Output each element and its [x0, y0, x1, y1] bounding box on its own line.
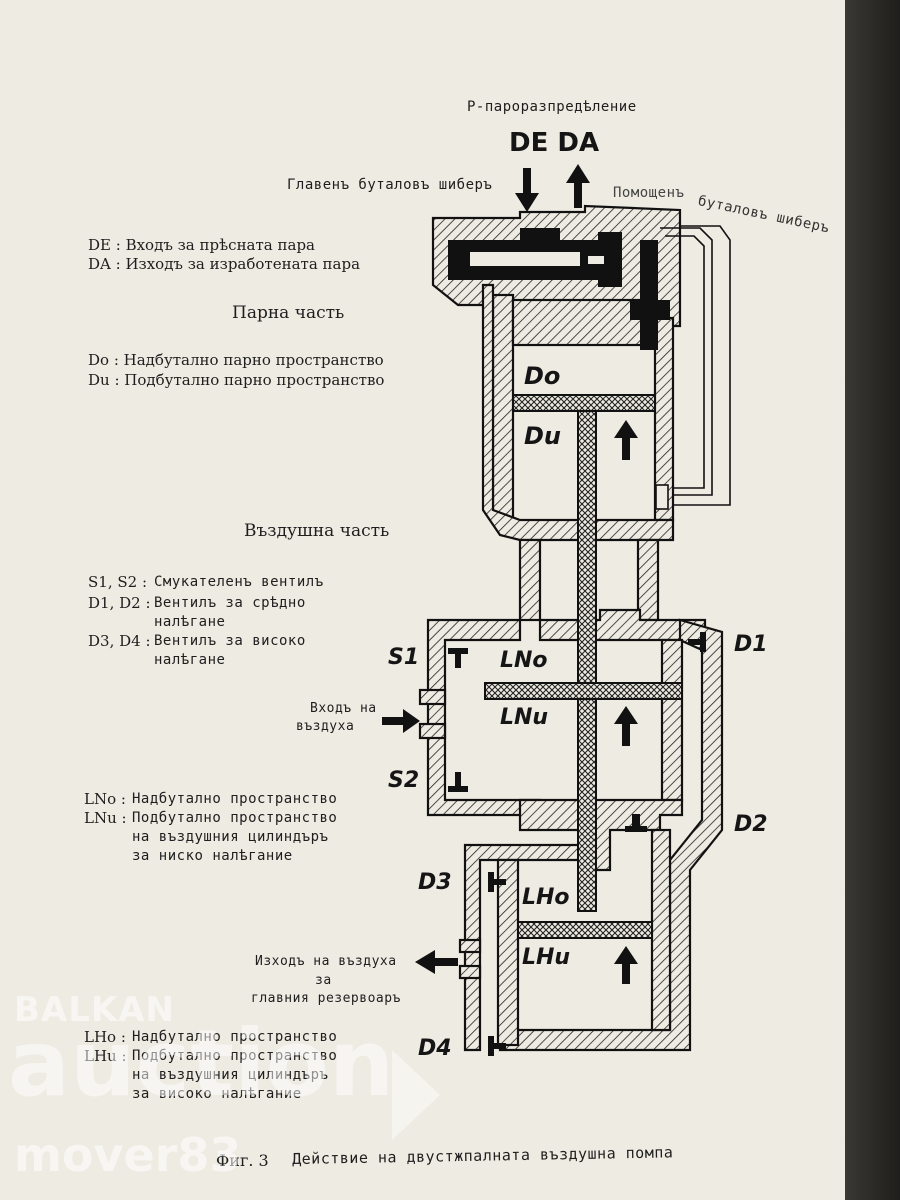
da-arrow-icon: [566, 164, 590, 208]
lp-cylinder-shell: [426, 618, 542, 817]
legend-lnu-key: LNu :: [84, 809, 127, 827]
air-outlet-arrow-icon: [415, 950, 458, 974]
lnu-up-arrow-icon: [614, 706, 638, 746]
legend-d12-val-1: Вентилъ за срѣдно: [154, 595, 306, 611]
air-outlet-port-upper: [458, 938, 482, 954]
lp-piston: [484, 682, 683, 700]
air-outlet-label-1: Изходъ на въздуха: [255, 954, 397, 969]
legend-lnu-val-3: за ниско налѣгание: [132, 848, 293, 864]
hp-cylinder-right-wall: [650, 828, 672, 1032]
air-part-heading: Въздушна часть: [244, 521, 390, 541]
air-outlet-label-3: главния резервоаръ: [251, 991, 401, 1006]
legend-lno-val: Надбутално пространство: [132, 791, 338, 807]
legend-lhu-val-3: за високо налѣгание: [132, 1086, 302, 1102]
air-inlet-port-upper: [418, 688, 447, 706]
watermark-user: mover83: [14, 1128, 242, 1182]
legend-s-key: S1, S2 :: [88, 573, 147, 591]
label-d1: D1: [734, 632, 768, 657]
figure-number: Фиг. 3: [216, 1151, 269, 1170]
air-outlet-label-2: за: [315, 973, 332, 988]
hp-piston: [517, 921, 653, 939]
valve-d3: [488, 872, 494, 892]
label-d4: D4: [418, 1036, 452, 1061]
air-outlet-port-lower: [458, 964, 482, 980]
du-up-arrow-icon: [614, 420, 638, 460]
label-lno: LNo: [500, 648, 548, 673]
legend-d34-key: D3, D4 :: [88, 632, 151, 650]
air-inlet-arrow-icon: [382, 709, 420, 733]
label-s1: S1: [388, 645, 420, 670]
aux-slide-valve: [640, 240, 658, 350]
legend-d34-val-1: Вентилъ за високо: [154, 633, 306, 649]
watermark-play-icon: [392, 1050, 440, 1140]
legend-do: Do : Надбутално парно пространство: [88, 351, 384, 369]
legend-lhu-val-2: на въздушния цилиндъръ: [132, 1067, 329, 1083]
valve-d2: [625, 826, 647, 832]
steam-part-heading: Парна часть: [232, 303, 345, 323]
distance-column-right: [636, 538, 660, 622]
legend-du: Du : Подбутално парно пространство: [88, 371, 385, 389]
legend-da: DA : Изходъ за изработената пара: [88, 255, 361, 273]
legend-lho-val: Надбутално пространство: [132, 1029, 338, 1045]
hp-cylinder-left-wall: [496, 858, 520, 1047]
label-lnu: LNu: [500, 705, 549, 730]
steam-piston: [512, 394, 656, 412]
legend-d34-val-2: налѣгане: [154, 652, 226, 668]
lp-cylinder-right-wall: [660, 638, 684, 802]
watermark-auction: auction: [8, 1010, 395, 1117]
legend-lho-key: LHo :: [84, 1028, 126, 1046]
book-page: [0, 0, 845, 1200]
piston-rod: [577, 410, 597, 912]
intermediate-head: [518, 798, 684, 872]
legend-lnu-val-1: Подбутално пространство: [132, 810, 338, 826]
label-d3: D3: [418, 870, 452, 895]
label-lhu: LHu: [522, 945, 571, 970]
steam-cylinder-bottom: [481, 283, 675, 542]
legend-lnu-val-2: на въздушния цилиндъръ: [132, 829, 329, 845]
air-inlet-label-2: въздуха: [296, 719, 355, 734]
label-lho: LHo: [522, 885, 570, 910]
valve-s2: [448, 786, 468, 792]
legend-s-val: Смукателенъ вентилъ: [154, 574, 324, 590]
legend-d12-key: D1, D2 :: [88, 594, 151, 612]
label-s2: S2: [388, 768, 420, 793]
legend-lhu-key: LHu :: [84, 1047, 127, 1065]
watermark-balkan: BALKAN: [14, 990, 176, 1030]
book-gutter: [845, 0, 900, 1200]
legend-de: DE : Входъ за прѣсната пара: [88, 236, 315, 254]
label-du: Du: [524, 422, 562, 450]
air-inlet-port-lower: [418, 722, 447, 740]
lhu-up-arrow-icon: [614, 946, 638, 984]
de-da-label: DE DA: [509, 128, 600, 158]
steam-distribution-label: Р-паpоразпредѣление: [467, 99, 637, 115]
valve-d4: [488, 1036, 494, 1056]
legend-d12-val-2: налѣгане: [154, 614, 226, 630]
legend-lhu-val-1: Подбутално пространство: [132, 1048, 338, 1064]
distance-column-left: [518, 538, 542, 622]
air-inlet-label-1: Входъ на: [310, 701, 377, 716]
steam-cylinder-left-wall: [491, 293, 515, 522]
de-arrow-icon: [515, 168, 539, 212]
main-slide-label: Главенъ буталовъ шиберъ: [287, 177, 493, 193]
label-do: Do: [524, 362, 561, 390]
label-d2: D2: [734, 812, 768, 837]
valve-d1: [700, 632, 706, 652]
aux-slide-label-1: Помощенъ: [613, 185, 685, 201]
valve-s1: [448, 648, 468, 654]
legend-lno-key: LNo :: [84, 790, 126, 808]
